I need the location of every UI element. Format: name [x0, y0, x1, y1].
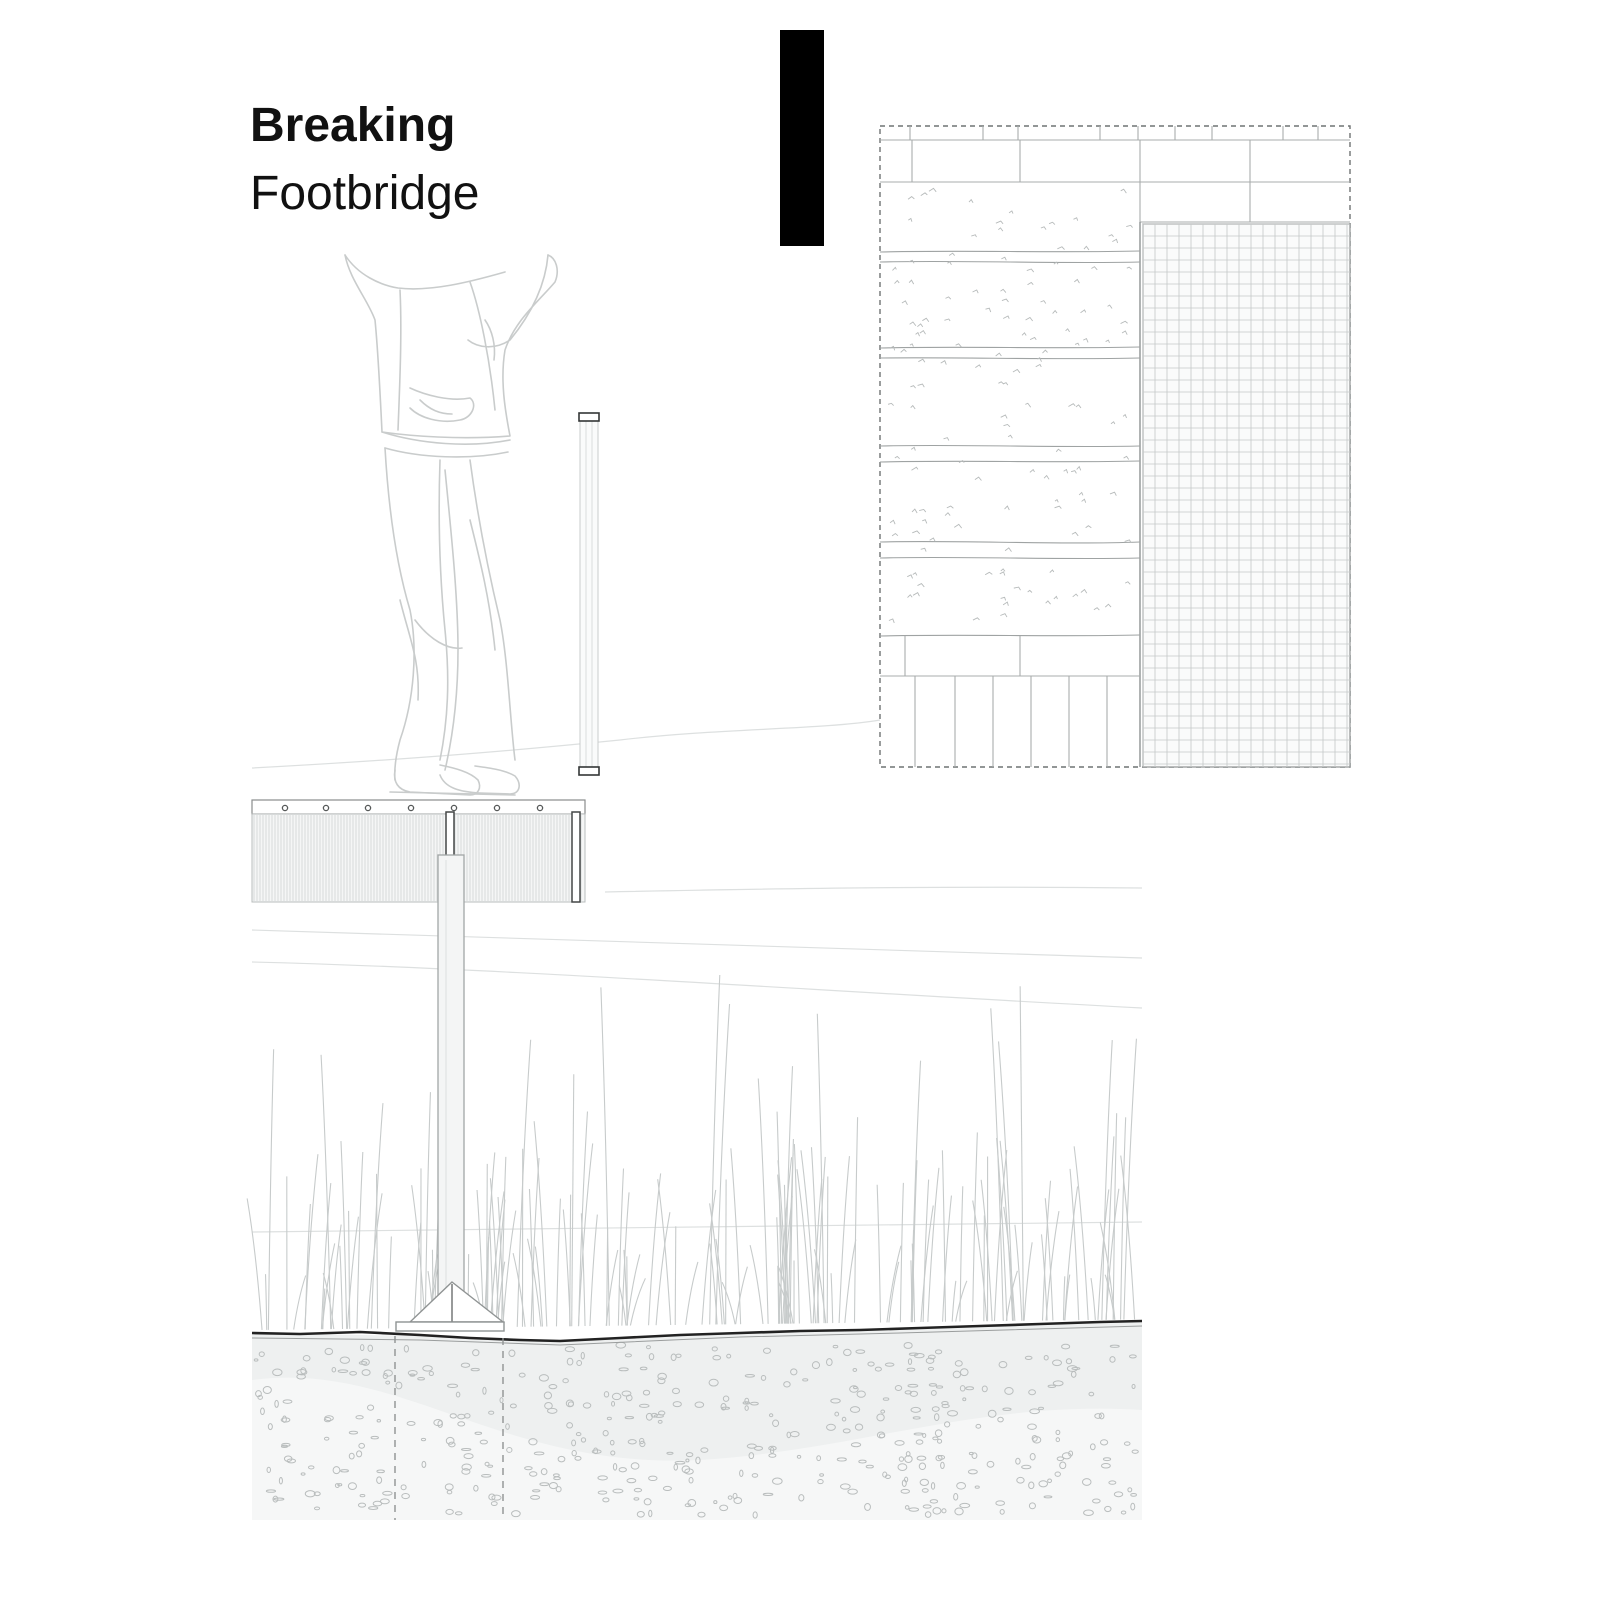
support-column — [395, 854, 506, 1332]
glass-balustrade — [578, 412, 600, 776]
reed-grass — [246, 975, 1137, 1330]
standing-person-sketch — [344, 254, 558, 796]
title-footbridge: Footbridge — [250, 167, 480, 220]
timber-plank-sample — [879, 250, 1141, 637]
bridge-deck — [251, 799, 586, 903]
black-accent-bar — [780, 30, 824, 246]
foundation-pile-outline — [394, 1336, 504, 1520]
ground-underline — [251, 1325, 1143, 1346]
brick-and-boards-sample — [880, 636, 1140, 767]
ground-line — [251, 1319, 1143, 1343]
wire-mesh-sample — [1142, 223, 1351, 768]
material-samples-panel — [879, 125, 1351, 768]
stone-courses-top — [880, 126, 1350, 223]
background-horizon-lines — [251, 719, 1143, 1233]
soil-mass — [252, 1321, 1142, 1520]
title-breaking: Breaking — [250, 99, 456, 152]
